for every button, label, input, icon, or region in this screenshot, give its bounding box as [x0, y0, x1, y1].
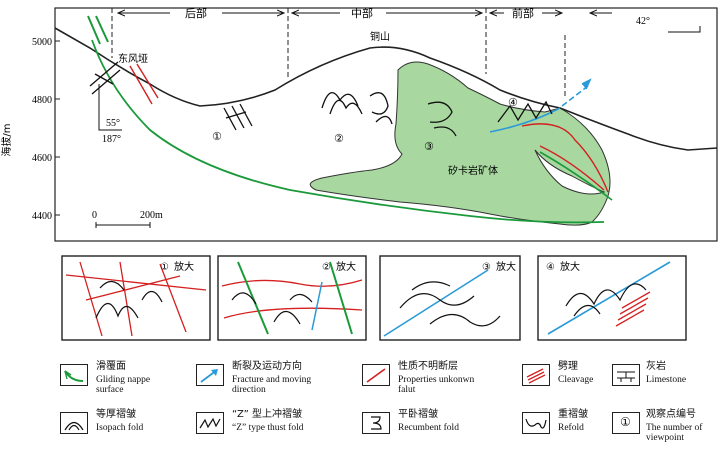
- fold-sketches: [89, 61, 553, 137]
- peak-name: 铜山: [370, 31, 390, 43]
- inset-3-number: ③: [482, 262, 491, 273]
- legend-z-thrust-fold-zh: “Z” 型上冲褶皱: [232, 409, 303, 420]
- gliding-nappe-branch: [539, 151, 613, 201]
- viewpoint-4: ④: [508, 96, 518, 109]
- legend-gliding-nappe-en2: surface: [96, 385, 124, 395]
- legend-gliding-nappe-en1: Gliding nappe: [96, 375, 151, 385]
- inset-viewpoint-2: ② 放大: [217, 255, 367, 341]
- dip-symbol: [668, 26, 701, 33]
- scale-length: 200m: [140, 210, 163, 221]
- skarn-ore-body: [309, 61, 611, 226]
- section-dividers: [111, 8, 566, 98]
- dip-value: 55°: [106, 118, 120, 129]
- legend-z-thrust-fold-en1: “Z” type thust fold: [232, 423, 304, 433]
- gliding-nappe-surface: [91, 39, 605, 224]
- attitude-symbol: [98, 84, 122, 131]
- legend-cleavage-en1: Cleavage: [558, 375, 594, 385]
- legend-unknown-fault-en1: Properties unkonwn: [398, 375, 475, 385]
- legend-unknown-fault-zh: 性质不明断层: [398, 361, 458, 372]
- azimuth-value: 187°: [102, 134, 121, 145]
- inset-4-number: ④: [546, 262, 555, 273]
- viewpoint-2: ②: [334, 132, 344, 145]
- inset-1-number: ①: [160, 262, 169, 273]
- main-frame: [54, 7, 718, 242]
- y-axis-ticks: 5000 4800 4600 4400: [32, 37, 52, 222]
- topographic-surface: [54, 27, 718, 151]
- legend-viewpoint-en1: The number of: [646, 423, 703, 433]
- y-tick-4400: 4400: [32, 211, 52, 222]
- legend-isopach-fold-zh: 等厚褶皱: [96, 409, 136, 420]
- viewpoint-number-icon: ①: [612, 412, 640, 434]
- legend-recumbent-fold-en1: Recumbent fold: [398, 423, 459, 433]
- isopach-fold-icon: [60, 412, 88, 434]
- inset-2-number: ②: [322, 262, 331, 273]
- legend-refold-zh: 重褶皱: [558, 409, 588, 420]
- legend-viewpoint-zh: 观察点编号: [646, 409, 696, 420]
- main-fractures: [489, 78, 592, 133]
- legend-unknown-fault-en2: falut: [398, 385, 416, 395]
- legend-isopach-fold-en1: Isopach fold: [96, 423, 144, 433]
- y-tick-4600: 4600: [32, 153, 52, 164]
- legend-limestone-zh: 灰岩: [646, 361, 666, 372]
- inset-viewpoint-1: ① 放大: [61, 255, 211, 341]
- unknown-fault-icon: [362, 364, 390, 386]
- section-rear-label: 后部: [185, 6, 207, 20]
- section-middle-label: 中部: [351, 6, 373, 20]
- legend-limestone-en1: Limestone: [646, 375, 687, 385]
- unknown-faults: [129, 63, 609, 193]
- dip-angle-label: 42°: [636, 16, 650, 27]
- legend-viewpoint-en2: viewpoint: [646, 433, 684, 443]
- viewpoint-1: ①: [212, 130, 222, 143]
- limestone-icon: [612, 364, 640, 386]
- section-front-label: 前部: [512, 6, 534, 20]
- scale-bar: [95, 222, 151, 228]
- cleavage-icon: [522, 364, 550, 386]
- viewpoint-number-sample: ①: [620, 415, 631, 429]
- inset-viewpoint-3: ③ 放大: [379, 255, 521, 341]
- viewpoint-3: ③: [424, 140, 434, 153]
- legend-fracture-en2: direction: [232, 385, 266, 395]
- y-tick-marks: [55, 40, 60, 216]
- inset-viewpoint-4: ④ 放大: [537, 255, 687, 341]
- gliding-nappe-icon: [60, 364, 88, 386]
- legend-gliding-nappe-zh: 滑覆面: [96, 361, 126, 372]
- y-tick-4800: 4800: [32, 95, 52, 106]
- fracture-arrow-icon: [196, 364, 224, 386]
- refold-icon: [522, 412, 550, 434]
- legend-fracture-zh: 断裂及运动方向: [232, 361, 302, 372]
- recumbent-fold-icon: [362, 412, 390, 434]
- legend-cleavage-zh: 劈理: [558, 361, 578, 372]
- nappe-head-marks: [87, 15, 109, 45]
- legend-recumbent-fold-zh: 平卧褶皱: [398, 409, 438, 420]
- z-thrust-fold-icon: [196, 412, 224, 434]
- inset-3-zoom: 放大: [496, 260, 516, 273]
- inset-4-zoom: 放大: [560, 260, 580, 273]
- y-axis-label: 海拔/m: [0, 123, 13, 156]
- inset-2-zoom: 放大: [336, 260, 356, 273]
- legend-fracture-en1: Fracture and moving: [232, 375, 312, 385]
- inset-1-zoom: 放大: [174, 260, 194, 273]
- legend-refold-en1: Refold: [558, 423, 584, 433]
- place-name: 东风垭: [118, 52, 148, 65]
- y-tick-5000: 5000: [32, 37, 52, 48]
- ore-body-label: 矽卡岩矿体: [448, 164, 498, 177]
- scale-zero: 0: [92, 210, 97, 221]
- viewpoint-markers: ① ② ③ ④: [212, 96, 518, 153]
